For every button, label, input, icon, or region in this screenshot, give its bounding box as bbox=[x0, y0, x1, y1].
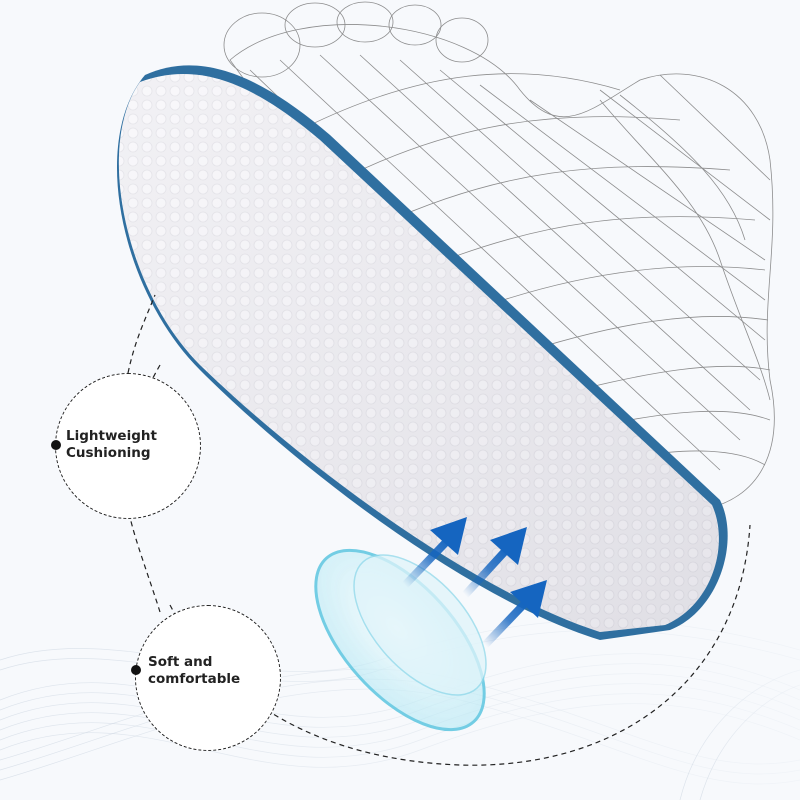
arrow-icon bbox=[402, 517, 467, 588]
callout-label: Lightweight Cushioning bbox=[66, 428, 157, 462]
arrow-icon bbox=[462, 527, 527, 598]
bullet-dot-icon bbox=[131, 665, 141, 675]
bullet-dot-icon bbox=[51, 440, 61, 450]
callout-label-line1: Soft and bbox=[148, 654, 213, 670]
callout-lightweight bbox=[55, 373, 201, 519]
callout-soft bbox=[135, 605, 281, 751]
callout-label: Soft and comfortable bbox=[148, 654, 240, 688]
callout-label-line2: comfortable bbox=[148, 671, 241, 687]
arrow-icon bbox=[482, 580, 547, 648]
callout-label-line2: Cushioning bbox=[66, 445, 151, 461]
callout-label-line1: Lightweight bbox=[66, 428, 157, 444]
